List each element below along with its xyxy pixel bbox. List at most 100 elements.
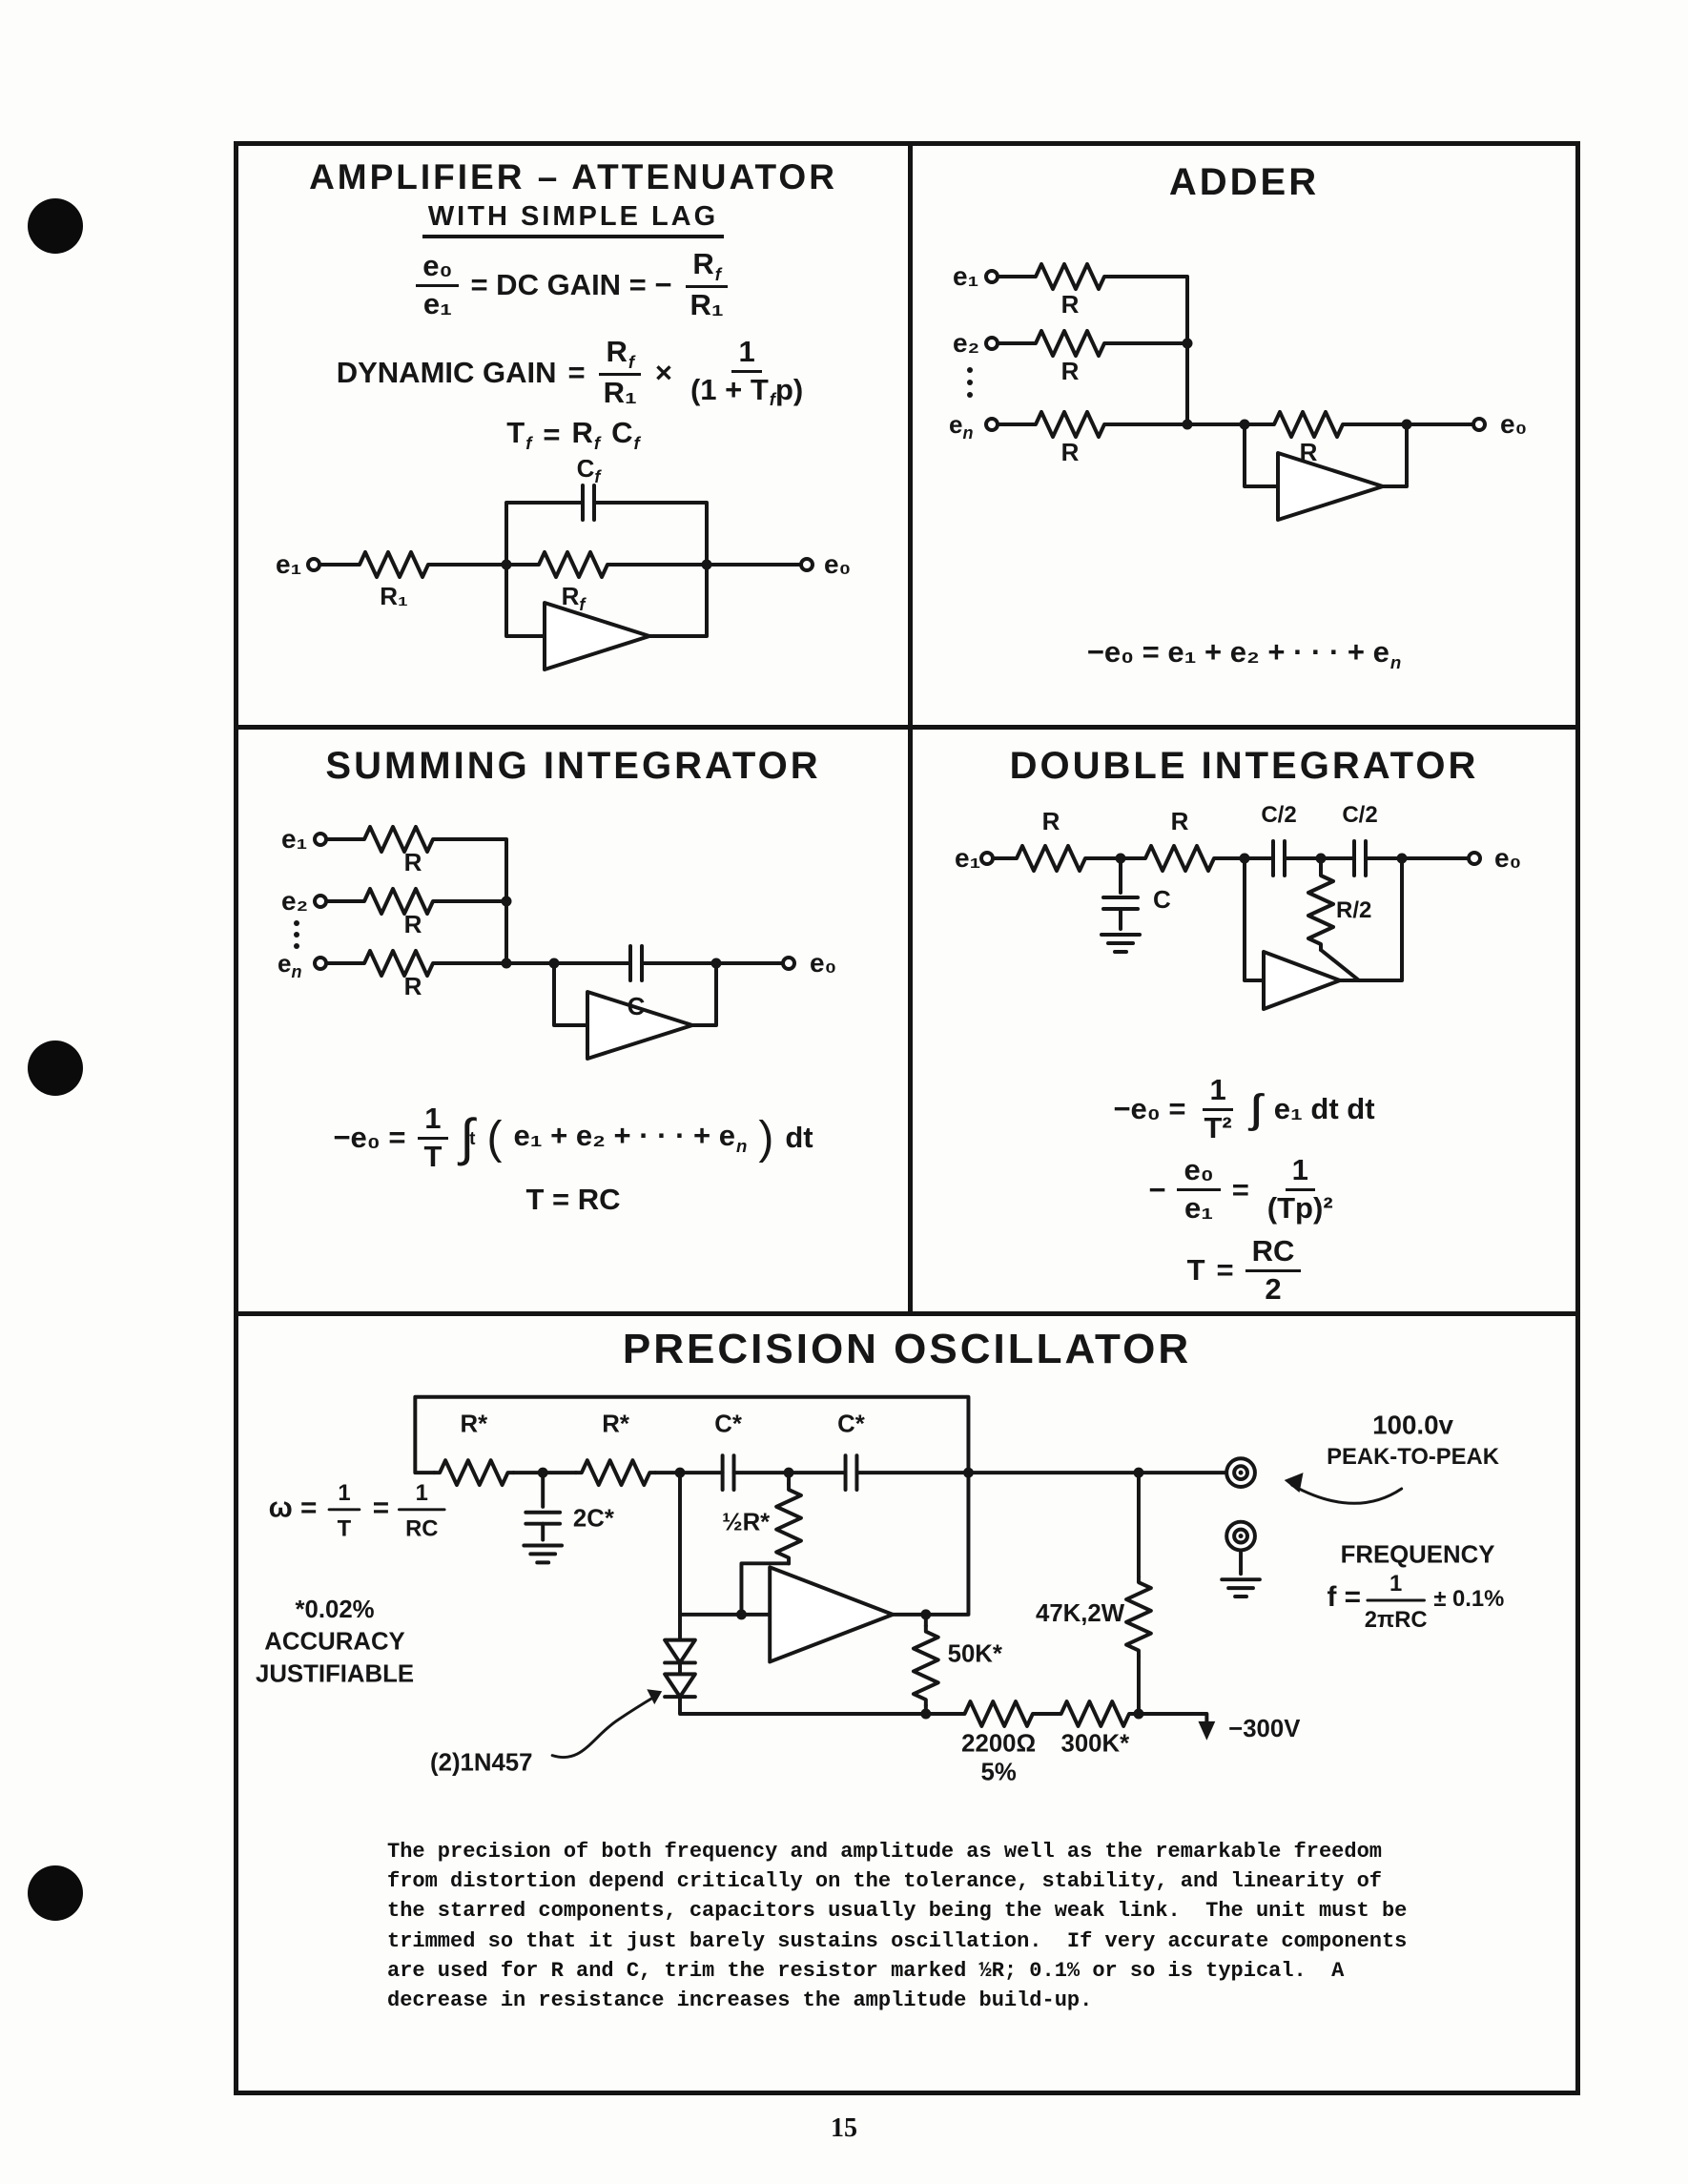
- junction-node: [1394, 851, 1409, 866]
- input-terminal: [983, 417, 999, 432]
- junction-node: [1399, 417, 1413, 432]
- capacitor-2cstar: [524, 1510, 563, 1526]
- ellipsis-dot: [966, 380, 973, 385]
- diode-type-label: (2)1N457: [430, 1750, 532, 1777]
- resistor-rstar: [573, 1458, 658, 1488]
- opamp-icon: [1261, 950, 1342, 1011]
- input-resistor: [1027, 410, 1112, 439]
- output-pointer-arrow: [1290, 1483, 1404, 1505]
- shunt-capacitor-c: [1101, 896, 1140, 911]
- feedback-capacitor-c2: [1351, 839, 1368, 877]
- input-terminal: [978, 851, 995, 866]
- output-jack: [1225, 1456, 1257, 1489]
- label-e1: e₁: [276, 549, 301, 579]
- label-cf: Cf: [577, 460, 603, 486]
- svg-text:1: 1: [338, 1480, 350, 1506]
- label-e2: e₂: [281, 886, 308, 916]
- input-terminal: [313, 894, 328, 909]
- label-cstar: C*: [837, 1411, 865, 1437]
- capacitor-cstar: [720, 1453, 736, 1492]
- feedback-resistor-rf: [531, 549, 615, 579]
- summing-integrator-circuit-svg: e₁ e₂ en R R R C e₀: [278, 824, 836, 1061]
- output-terminal: [1466, 851, 1482, 866]
- ellipsis-dot: [966, 392, 973, 398]
- label-47k: 47K,2W: [1036, 1600, 1125, 1627]
- label-r: R: [1060, 357, 1079, 385]
- resistor-300k: [1053, 1700, 1137, 1728]
- label-r1: R₁: [380, 582, 408, 610]
- resistor-47k: [1124, 1575, 1153, 1659]
- series-resistor: [1008, 844, 1093, 873]
- junction-node: [499, 956, 514, 971]
- feedback-capacitor-c2: [1270, 839, 1287, 877]
- opamp-icon: [586, 990, 694, 1061]
- resistor-50k: [911, 1623, 940, 1708]
- diode-pointer-arrow: [550, 1695, 656, 1759]
- label-300k: 300K*: [1061, 1731, 1130, 1758]
- opamp-icon: [543, 600, 651, 671]
- label-e0: e₀: [1494, 843, 1521, 873]
- input-resistor: [357, 887, 441, 916]
- label-c: C: [628, 992, 646, 1020]
- panel-title: PRECISION OSCILLATOR: [622, 1326, 1192, 1372]
- label-e0: e₀: [824, 549, 851, 579]
- label-half-rstar: ½R*: [722, 1510, 770, 1536]
- feedback-resistor: [1266, 410, 1350, 439]
- svg-text:f =: f =: [1327, 1581, 1361, 1613]
- opamp-icon: [768, 1565, 895, 1664]
- label-5pct: 5%: [981, 1759, 1017, 1785]
- junction-node: [918, 1706, 934, 1721]
- label-r: R: [1299, 438, 1317, 466]
- label-r: R: [1060, 290, 1079, 319]
- input-resistor: [1027, 262, 1112, 291]
- label-r: R: [404, 972, 422, 1000]
- svg-text:RC: RC: [405, 1516, 438, 1542]
- accuracy-note: ACCURACY: [264, 1629, 404, 1656]
- junction-node: [918, 1607, 934, 1622]
- label-e1: e₁: [281, 824, 307, 854]
- label-rstar: R*: [602, 1411, 629, 1437]
- svg-text:2πRC: 2πRC: [1365, 1607, 1428, 1633]
- label-r: R: [404, 848, 422, 876]
- frequency-title: FREQUENCY: [1341, 1541, 1495, 1568]
- panel-title: AMPLIFIER – ATTENUATOR: [309, 157, 837, 196]
- label-r-half: R/2: [1336, 897, 1371, 923]
- label-c-half: C/2: [1342, 802, 1377, 828]
- ground-symbol: [522, 1543, 565, 1565]
- label-c: C: [1153, 885, 1171, 914]
- resistor-2200: [957, 1700, 1040, 1728]
- adder-formula: −e₀ = e₁ + e₂ + · · · + en: [1086, 635, 1402, 672]
- input-resistor: [357, 825, 441, 854]
- junction-node: [961, 1465, 976, 1480]
- output-pointer-arrowhead: [1284, 1473, 1304, 1493]
- label-2200ohm: 2200Ω: [961, 1731, 1036, 1758]
- panel-title: ADDER: [1168, 161, 1320, 203]
- time-constant-formula: T = RC: [525, 1183, 621, 1217]
- svg-text:± 0.1%: ± 0.1%: [1433, 1586, 1504, 1612]
- junction-node: [709, 956, 724, 971]
- label-r: R: [404, 910, 422, 938]
- label-e0: e₀: [1500, 409, 1527, 439]
- label-cstar: C*: [714, 1411, 742, 1437]
- junction-node: [1237, 417, 1251, 432]
- ellipsis-dot: [294, 943, 299, 949]
- junction-node: [734, 1607, 749, 1622]
- label-50k: 50K*: [948, 1640, 1002, 1667]
- label-e1: e₁: [955, 843, 980, 873]
- label-en: en: [278, 949, 301, 981]
- diode-pointer-arrowhead: [647, 1689, 663, 1705]
- panel-title: SUMMING INTEGRATOR: [325, 745, 821, 787]
- wires: [990, 856, 1471, 982]
- page-number: 15: [831, 2113, 857, 2143]
- junction-node: [499, 557, 514, 572]
- output-terminal: [781, 956, 796, 971]
- ground-symbol: [1220, 1577, 1262, 1599]
- svg-text:1: 1: [1390, 1571, 1402, 1597]
- neg300v-arrowhead: [1198, 1720, 1216, 1741]
- double-integrator-circuit-svg: e₁ R R C/2 C/2 R/2 C e₀: [955, 802, 1521, 1011]
- input-terminal: [306, 556, 321, 572]
- output-voltage-label: 100.0v: [1372, 1410, 1453, 1439]
